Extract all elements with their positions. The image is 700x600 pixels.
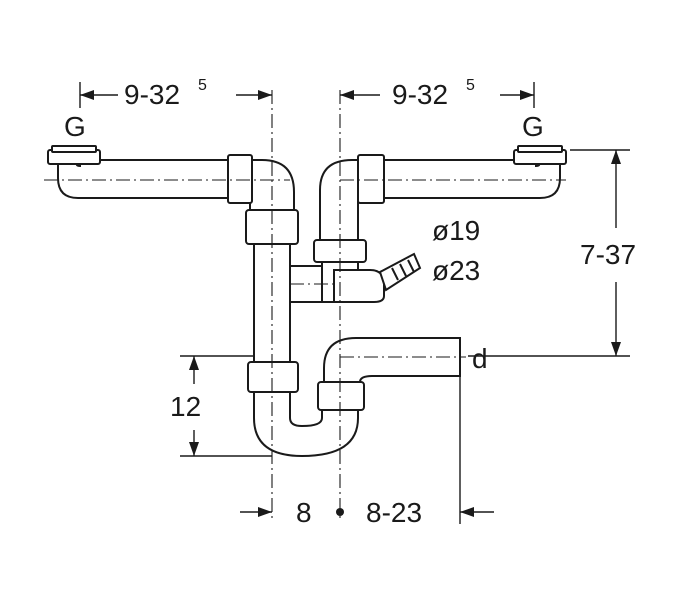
label-outlet-d: d (472, 343, 488, 374)
left-inlet-flange-top (51, 145, 97, 153)
right-inlet-flange-top (517, 145, 563, 153)
dimension-lines (79, 82, 630, 524)
left-inlet-arm (57, 159, 237, 199)
left-elbow (247, 159, 295, 213)
label-height-trap: 12 (170, 391, 201, 422)
center-lines (44, 90, 566, 520)
trap-right-nut (317, 381, 365, 411)
dim-center-dot (336, 508, 344, 516)
arrowhead (258, 90, 272, 100)
label-height-right: 7-37 (580, 239, 636, 270)
label-left-width: 9-32 (124, 79, 180, 110)
arrowhead (611, 342, 621, 356)
arrowhead (340, 90, 354, 100)
right-inlet-arm (379, 159, 561, 199)
label-right-g: G (522, 111, 544, 142)
hose-connector-body (333, 269, 385, 303)
arrowhead (80, 90, 94, 100)
hose-connector-ribs (391, 259, 415, 281)
label-dia-19: ø19 (432, 215, 480, 246)
dimension-labels: 9-32 5 9-32 5 G G 7-37 ø19 ø23 d 12 8 8-… (64, 77, 636, 528)
label-dia-23: ø23 (432, 255, 480, 286)
trap-outlet-riser (323, 337, 461, 383)
arrowhead (611, 150, 621, 164)
label-left-width-superscript: 5 (198, 77, 207, 94)
label-offset-8: 8 (296, 497, 312, 528)
arrowhead (460, 507, 474, 517)
label-offset-8-23: 8-23 (366, 497, 422, 528)
label-right-width: 9-32 (392, 79, 448, 110)
label-right-width-superscript: 5 (466, 77, 475, 94)
trap-left-nut (247, 361, 299, 393)
arrowhead (189, 356, 199, 370)
arrowhead (189, 442, 199, 456)
arrowhead (258, 507, 272, 517)
label-left-g: G (64, 111, 86, 142)
left-arm-nut (227, 154, 253, 204)
arrowhead (520, 90, 534, 100)
right-arm-nut (357, 154, 385, 204)
pipe-assembly (47, 145, 567, 458)
